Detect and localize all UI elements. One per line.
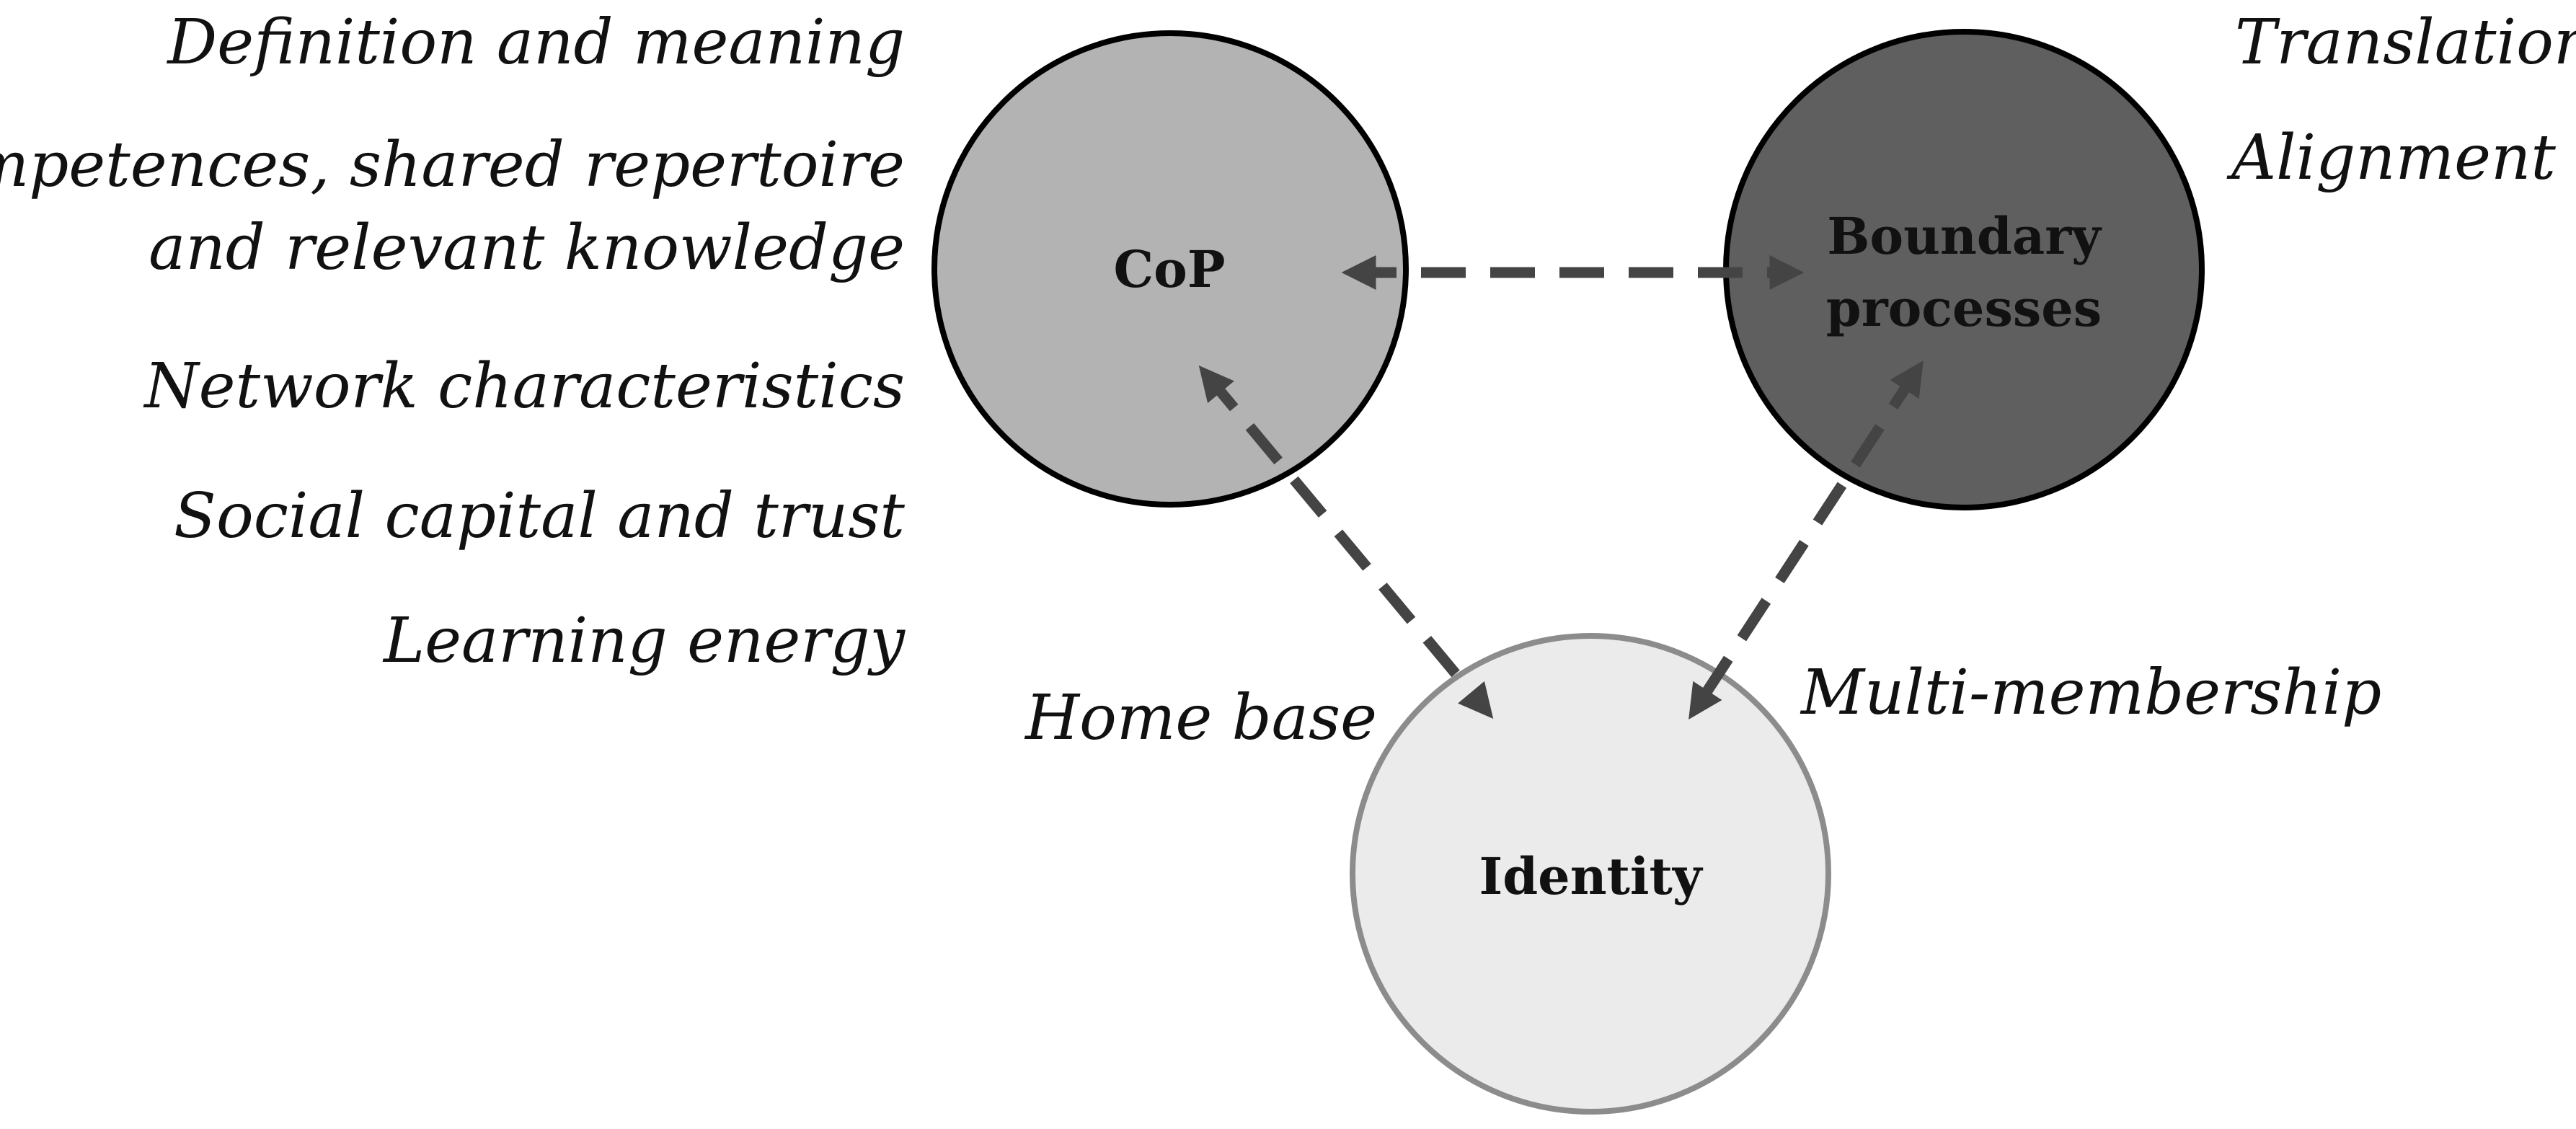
label-alignment: Alignment bbox=[2226, 122, 2556, 194]
cop-label: CoP bbox=[1113, 239, 1225, 299]
label-competences-line1: Competences, shared repertoire bbox=[0, 129, 905, 201]
label-learning-energy: Learning energy bbox=[382, 605, 906, 677]
identity-label: Identity bbox=[1479, 846, 1703, 906]
label-definition-and-meaning: Definition and meaning bbox=[166, 6, 905, 79]
identity-circle bbox=[1350, 633, 1831, 1115]
label-multi-membership: Multi-membership bbox=[1800, 657, 2381, 729]
label-network-characteristics: Network characteristics bbox=[143, 350, 905, 422]
connector-cop-identity bbox=[1198, 365, 1494, 720]
label-translation: Translation bbox=[2235, 6, 2576, 79]
label-home-base: Home base bbox=[1024, 682, 1377, 754]
label-competences-line2: and relevant knowledge bbox=[149, 212, 905, 284]
boundary-label-line1: Boundary bbox=[1827, 206, 2102, 266]
boundary-label-line2: processes bbox=[1826, 278, 2102, 338]
label-social-capital-and-trust: Social capital and trust bbox=[174, 480, 905, 552]
boundary-processes-circle bbox=[1723, 29, 2205, 510]
